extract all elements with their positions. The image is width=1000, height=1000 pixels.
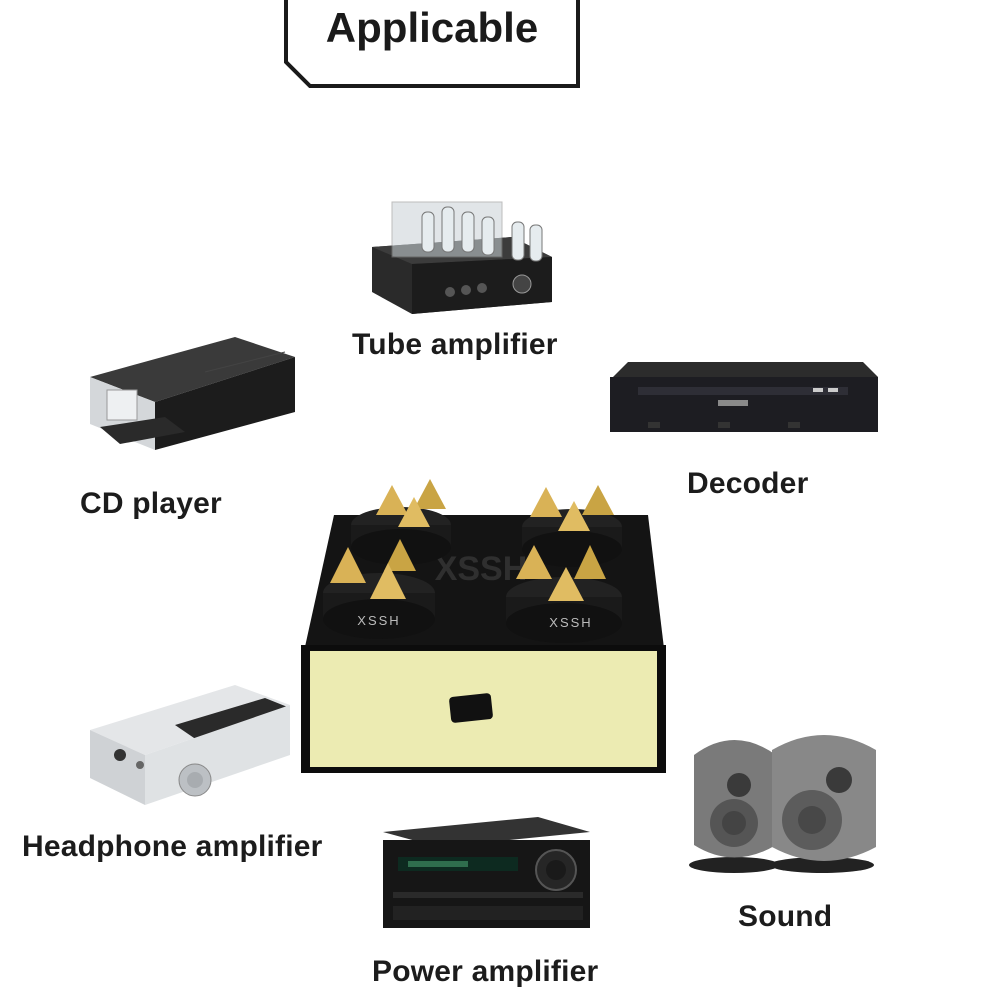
puck-brand-text: XSSH [357, 613, 400, 628]
product-box-image: XSSH XSSH XSSH [301, 479, 666, 773]
box-logo-text: XSSH [435, 550, 528, 588]
label-power-amplifier: Power amplifier [372, 955, 599, 988]
spike-set-1 [351, 479, 451, 565]
puck-brand-text-2: XSSH [549, 615, 592, 630]
spike-set-2 [522, 485, 622, 567]
spike-set-4: XSSH [506, 545, 622, 643]
tube-amplifier-image [372, 201, 552, 314]
label-sound: Sound [738, 900, 833, 933]
spike-set-3: XSSH [323, 539, 435, 639]
cd-player-image [90, 337, 295, 450]
headphone-amplifier-image [90, 685, 290, 805]
title-frame [284, 0, 580, 88]
label-decoder: Decoder [687, 467, 809, 500]
decoder-image [610, 362, 878, 432]
speakers-image [689, 735, 876, 873]
label-headphone-amplifier: Headphone amplifier [22, 830, 323, 863]
page-title: Applicable [325, 4, 539, 51]
label-tube-amplifier: Tube amplifier [352, 328, 558, 361]
label-cd-player: CD player [80, 487, 222, 520]
power-amplifier-image [383, 817, 590, 928]
